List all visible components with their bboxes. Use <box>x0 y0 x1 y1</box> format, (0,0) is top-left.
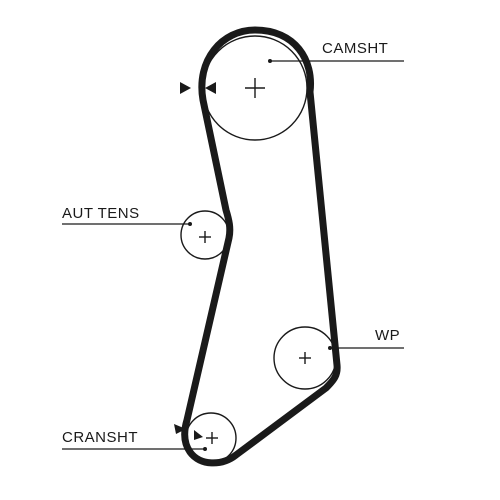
water-pump-leader <box>328 346 404 350</box>
water-pump-center-mark <box>299 352 311 364</box>
crankshaft-center-mark <box>206 432 218 444</box>
camshaft-timing-arrow-right <box>205 82 216 94</box>
crankshaft-timing-arrow-right <box>194 430 203 440</box>
camshaft-label: CAMSHT <box>322 40 388 57</box>
camshaft-leader <box>268 59 404 63</box>
camshaft-center-mark <box>245 78 265 98</box>
crankshaft-leader <box>62 447 207 451</box>
tensioner-label: AUT TENS <box>62 205 140 222</box>
crankshaft-timing-arrow-left <box>174 424 186 434</box>
crankshaft-label: CRANSHT <box>62 429 138 446</box>
camshaft-timing-arrow-left <box>180 82 191 94</box>
tensioner-leader <box>62 222 192 226</box>
water-pump-label: WP <box>375 327 400 344</box>
tensioner-center-mark <box>199 231 211 243</box>
timing-belt <box>181 26 341 467</box>
